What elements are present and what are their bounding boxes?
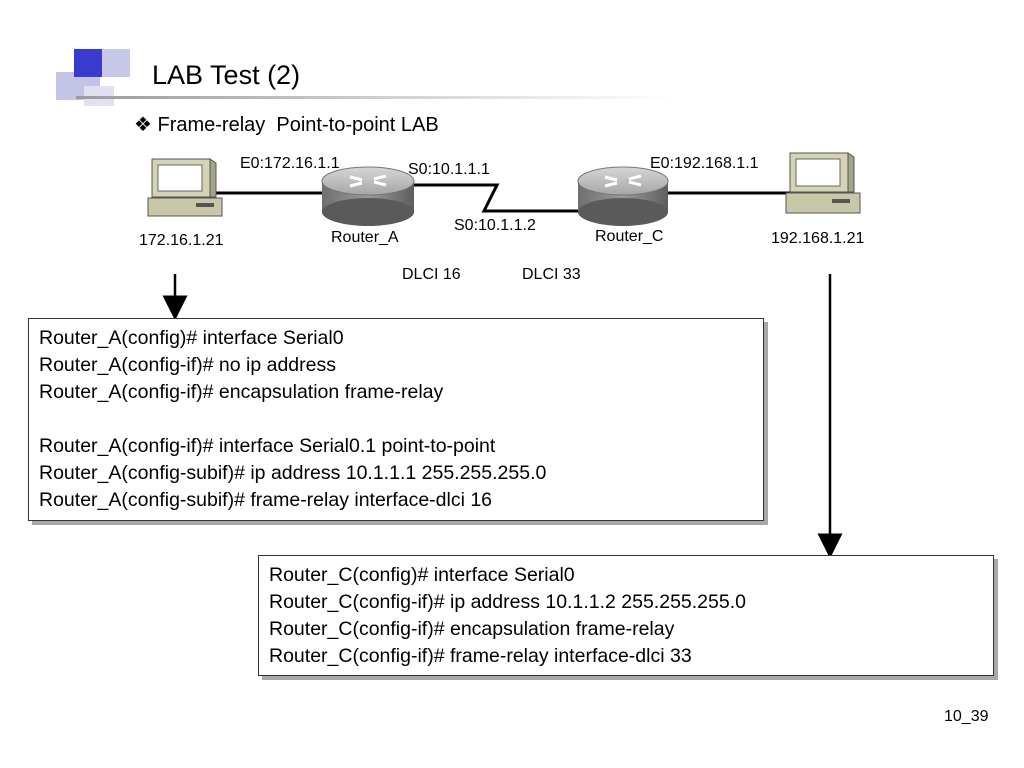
router-c-e0-label: E0:192.168.1.1 [650,155,759,172]
router-c-s0-label: S0:10.1.1.2 [454,217,536,234]
config-line: Router_A(config-subif)# ip address 10.1.… [39,462,547,484]
host-left-ip: 172.16.1.21 [139,232,224,249]
router-a-dlci: DLCI 16 [402,266,461,283]
config-line [39,406,753,433]
config-line: Router_A(config)# interface Serial0 [39,327,344,349]
host-right-ip: 192.168.1.21 [771,230,865,247]
router-icon [577,166,669,226]
config-line: Router_A(config-if)# interface Serial0.1… [39,435,496,457]
serial-link [414,183,578,213]
router-a-config-box: Router_A(config)# interface Serial0 Rout… [28,318,764,521]
desktop-computer-icon [147,158,223,217]
config-line: Router_A(config-if)# encapsulation frame… [39,381,444,403]
config-line: Router_C(config-if)# frame-relay interfa… [269,645,692,667]
title-underline [76,96,676,99]
title-decoration-square [102,49,130,77]
config-line: Router_A(config-subif)# frame-relay inte… [39,489,493,511]
config-line: Router_C(config-if)# encapsulation frame… [269,618,675,640]
router-a-e0-label: E0:172.16.1.1 [240,155,340,172]
router-c-config-box: Router_C(config)# interface Serial0 Rout… [258,555,994,676]
router-c-name: Router_C [595,228,664,245]
router-a-name: Router_A [331,229,399,246]
router-icon [321,166,415,226]
slide-bullet: ❖ Frame-relay Point-to-point LAB [134,114,439,136]
title-decoration-square [74,49,102,77]
router-c-dlci: DLCI 33 [522,266,581,283]
page-number: 10_39 [944,708,989,725]
config-line: Router_C(config-if)# ip address 10.1.1.2… [269,591,746,613]
config-line: Router_A(config-if)# no ip address [39,354,336,376]
slide-title: LAB Test (2) [152,60,301,90]
config-line: Router_C(config)# interface Serial0 [269,564,575,586]
router-a-s0-label: S0:10.1.1.1 [408,161,490,178]
desktop-computer-icon [785,152,861,214]
